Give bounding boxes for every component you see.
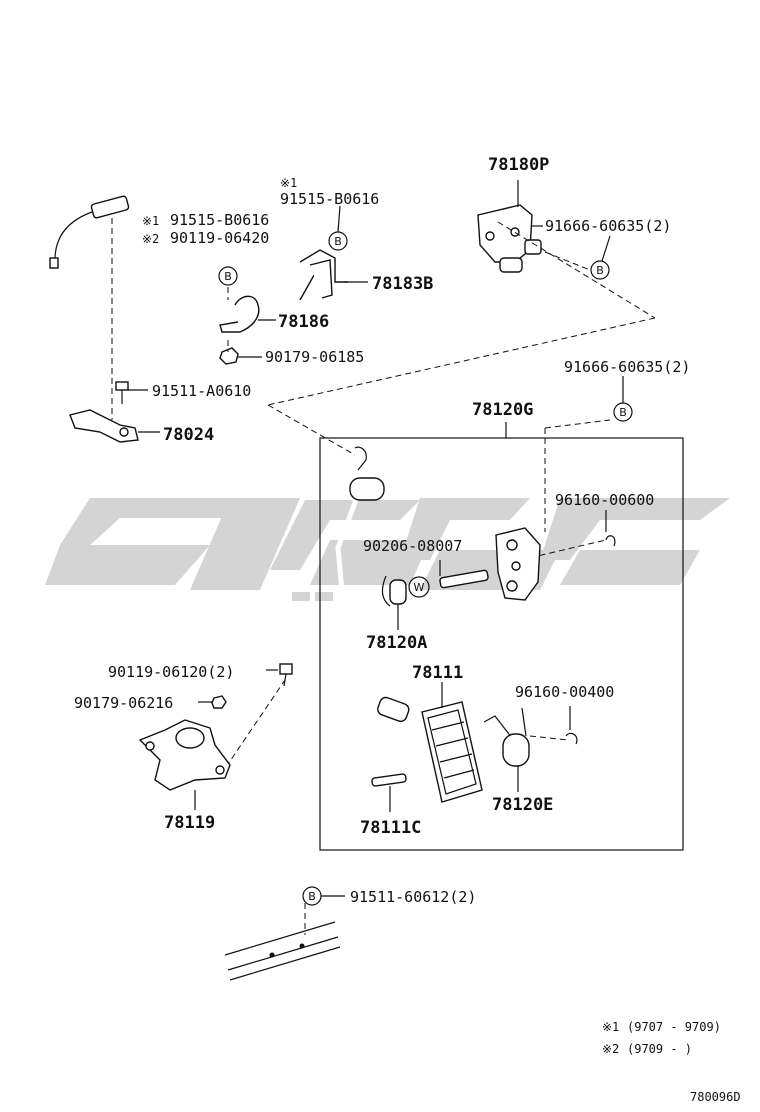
svg-text:B: B	[334, 235, 342, 248]
stopper-78119	[138, 719, 231, 810]
label-90119-ref2-mark: ※2	[142, 232, 159, 246]
label-90206: 90206-08007	[363, 537, 462, 555]
label-78120E: 78120E	[492, 795, 553, 815]
nut-90179-06185	[219, 347, 262, 365]
clamp-78186	[219, 295, 276, 333]
marker-b-bracket: B	[590, 235, 611, 280]
bracket-78180P	[477, 180, 543, 273]
svg-text:B: B	[224, 270, 232, 283]
label-91515-ref1-mark: ※1	[142, 214, 159, 228]
marker-b-clamp: B	[328, 205, 348, 251]
marker-w: W	[408, 576, 430, 598]
label-78111: 78111	[412, 663, 463, 683]
spring-78120A	[381, 575, 407, 630]
label-78186: 78186	[278, 312, 329, 332]
pedal-pad-78111	[421, 682, 483, 803]
marker-b-top-left: B	[218, 266, 238, 286]
label-96160-00400: 96160-00400	[515, 683, 614, 701]
label-78111C: 78111C	[360, 818, 421, 838]
label-91511-A0610: 91511-A0610	[152, 382, 251, 400]
figure-id: 780096D	[690, 1090, 741, 1104]
label-78120A: 78120A	[366, 633, 427, 653]
note-1-mark: ※1	[602, 1020, 619, 1034]
label-96160-00600: 96160-00600	[555, 491, 654, 509]
label-90119-06120: 90119-06120(2)	[108, 663, 234, 681]
label-90179-06185: 90179-06185	[265, 348, 364, 366]
svg-text:B: B	[308, 890, 316, 903]
floor-panel	[224, 921, 341, 981]
pedal-lever	[495, 527, 541, 601]
label-91515-ref1: 91515-B0616	[170, 211, 269, 229]
clip-96160-00600	[605, 510, 616, 547]
note-2-text: (9709 - )	[627, 1042, 692, 1056]
bolt-91511-A0610	[115, 381, 148, 404]
pin-78111C	[371, 773, 407, 812]
label-78119: 78119	[164, 813, 215, 833]
assembly-lines	[111, 218, 656, 935]
link-78024	[69, 409, 160, 443]
pedal-arm	[335, 446, 410, 722]
nut-90179-06216	[198, 695, 227, 709]
label-78120G: 78120G	[472, 400, 533, 420]
label-78180P: 78180P	[488, 155, 549, 175]
accelerator-cable	[49, 146, 481, 269]
label-91515-mark: ※1	[280, 176, 297, 190]
svg-text:B: B	[619, 406, 627, 419]
svg-text:B: B	[596, 264, 604, 277]
label-91511-60612: 91511-60612(2)	[350, 888, 476, 906]
clamp-78183B	[299, 249, 368, 301]
note-2-mark: ※2	[602, 1042, 619, 1056]
pin-90206-08007	[439, 560, 489, 589]
marker-b-mid: B	[613, 376, 633, 422]
label-90179-06216: 90179-06216	[74, 694, 173, 712]
label-90119-ref2: 90119-06420	[170, 229, 269, 247]
label-78183B: 78183B	[372, 274, 433, 294]
pedal-assembly-frame	[319, 437, 684, 851]
label-91666-top: 91666-60635(2)	[545, 217, 671, 235]
clip-96160-00400	[565, 706, 578, 745]
marker-b-bottom: B	[302, 886, 345, 906]
svg-text:W: W	[414, 581, 425, 594]
label-91515: 91515-B0616	[280, 190, 379, 208]
bolt-90119-06120	[266, 663, 293, 687]
spring-78120E	[483, 707, 530, 792]
label-91666-mid: 91666-60635(2)	[564, 358, 690, 376]
note-1-text: (9707 - 9709)	[627, 1020, 721, 1034]
label-78024: 78024	[163, 425, 214, 445]
